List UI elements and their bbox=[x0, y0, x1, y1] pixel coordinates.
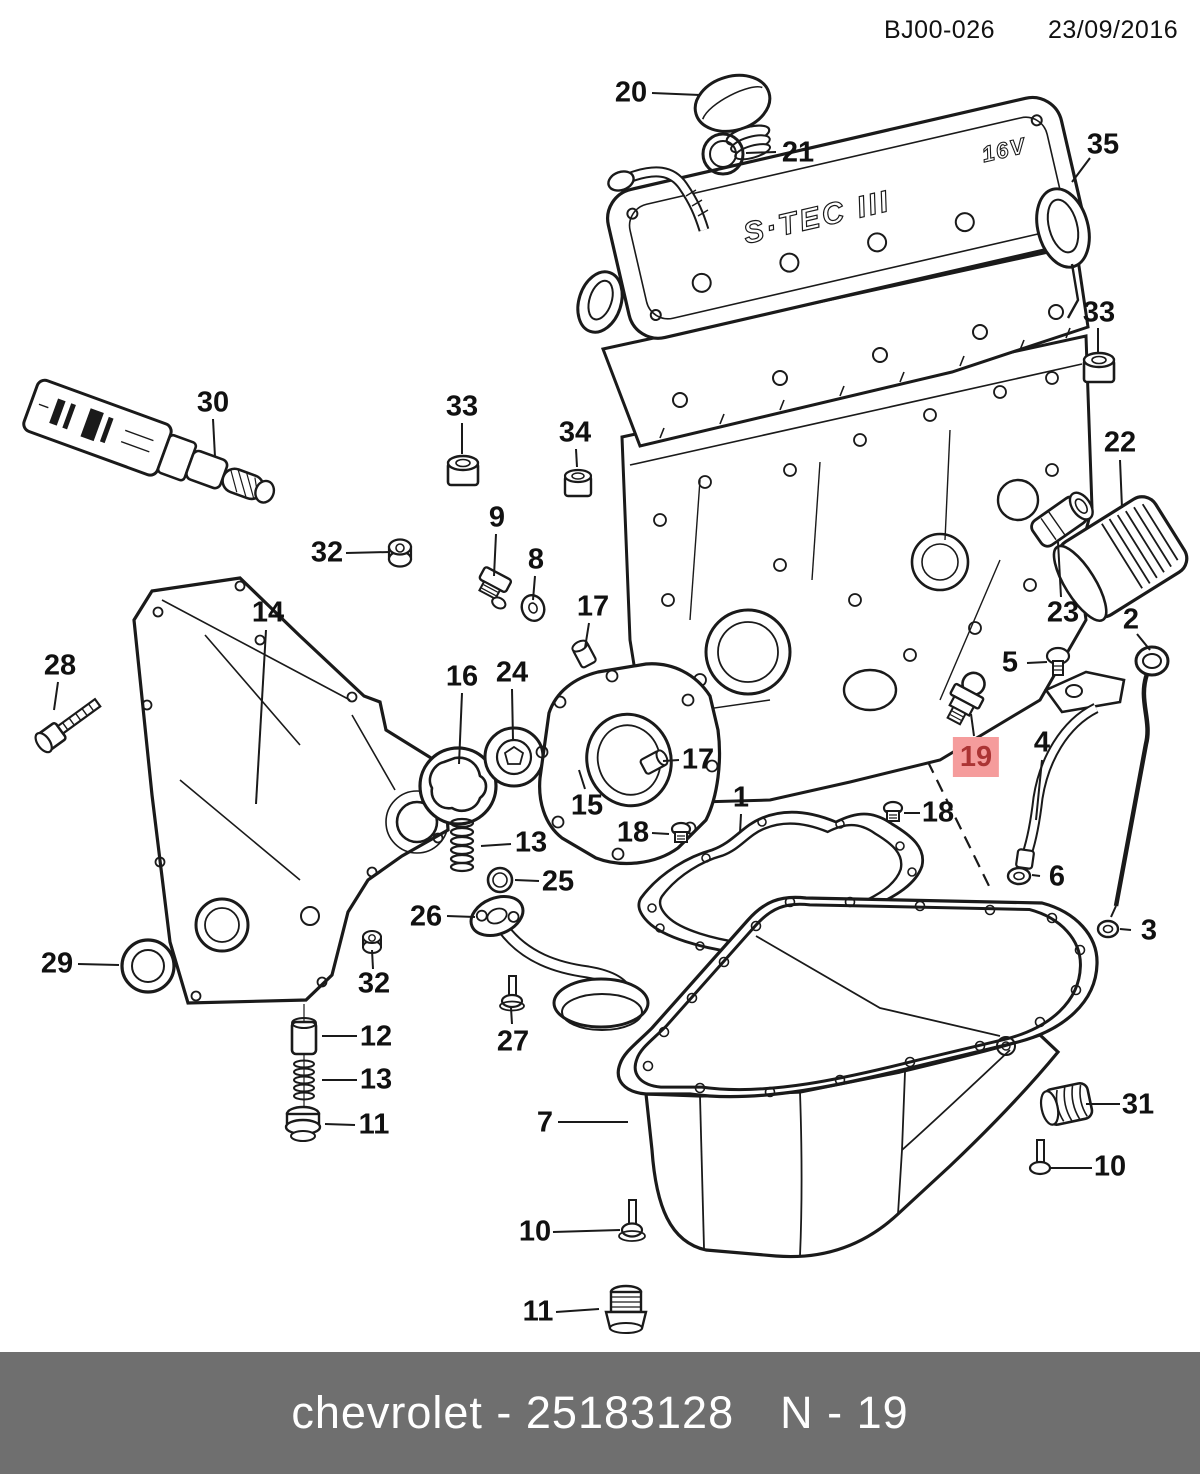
bolt-27 bbox=[499, 975, 525, 1012]
bolt-28 bbox=[34, 697, 102, 754]
oil-pump-rotor-16 bbox=[418, 746, 498, 826]
footer-bar: chevrolet - 25183128 N - 19 bbox=[0, 1352, 1200, 1474]
document-code: BJ00-026 bbox=[884, 16, 996, 44]
relief-spring-13 bbox=[449, 817, 475, 873]
nut-32-upper bbox=[387, 538, 413, 568]
dowel-bushing-33-right bbox=[1082, 351, 1116, 384]
bolt-18-left bbox=[670, 821, 692, 843]
oil-pump-rotor-24 bbox=[483, 726, 545, 788]
drain-insert-31 bbox=[1039, 1081, 1094, 1126]
crank-seal bbox=[120, 938, 176, 994]
washer-8 bbox=[520, 594, 546, 622]
oil-filter-22 bbox=[1052, 495, 1189, 622]
bolt-17-upper bbox=[571, 639, 597, 669]
timing-cover bbox=[132, 576, 450, 1005]
bolt-10-right bbox=[1028, 1139, 1052, 1176]
tube-o-ring-6 bbox=[1006, 866, 1032, 886]
document-date: 23/09/2016 bbox=[1048, 16, 1179, 44]
drain-plug-11-bottom bbox=[604, 1284, 648, 1334]
valve-cover: S·TEC III 16V bbox=[606, 95, 1085, 340]
cylinder-head bbox=[600, 244, 1090, 448]
oil-pump-cover-15 bbox=[535, 662, 722, 866]
lift-hook-35 bbox=[1035, 187, 1091, 319]
spark-plug-assembly bbox=[22, 378, 276, 504]
oil-pressure-switch-19 bbox=[946, 671, 986, 726]
bolt-5 bbox=[1045, 646, 1071, 676]
filter-nipple-23 bbox=[1030, 491, 1094, 548]
breather-tube bbox=[607, 166, 710, 232]
o-ring-25 bbox=[486, 866, 514, 894]
dowel-bushing-34 bbox=[563, 468, 593, 498]
dipstick-2 bbox=[1110, 645, 1170, 918]
oil-pickup-tube-26 bbox=[469, 894, 650, 1031]
footer-part-text: chevrolet - 25183128 bbox=[291, 1387, 735, 1438]
bolt-10-bottom bbox=[618, 1199, 646, 1242]
dipstick-o-ring-3 bbox=[1096, 919, 1120, 939]
nut-32-lower bbox=[362, 930, 382, 954]
oil-pressure-sender-9 bbox=[478, 566, 513, 610]
relief-valve-stack bbox=[284, 1004, 322, 1142]
footer-page-ref: N - 19 bbox=[780, 1387, 909, 1438]
oil-filler-cap bbox=[693, 73, 772, 161]
oil-pan bbox=[616, 895, 1099, 1259]
cap-o-ring bbox=[701, 132, 745, 176]
lift-hook-left bbox=[576, 270, 624, 334]
bolt-18-right bbox=[882, 800, 904, 822]
dowel-bushing-33-mid bbox=[446, 454, 480, 487]
bolt-17-lower bbox=[639, 749, 669, 775]
